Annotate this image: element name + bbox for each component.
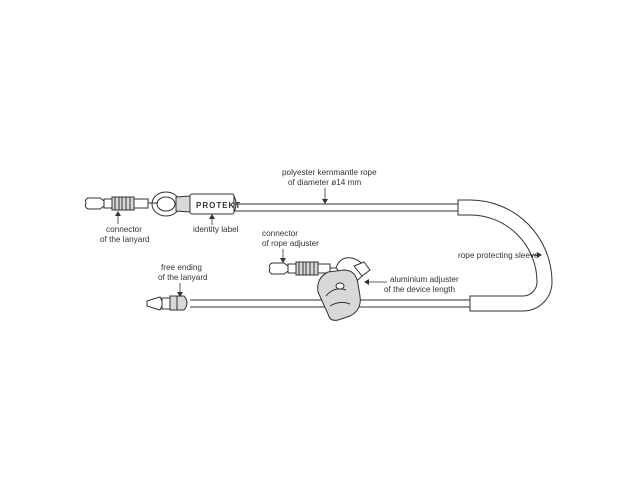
sleeve-label: rope protecting sleeve [458, 251, 539, 260]
aluminium-adjuster [317, 257, 371, 321]
connector-adjuster-label-line1: connector [262, 229, 298, 238]
identity-tag-text: PROTEKT [196, 201, 241, 210]
free-ending-label-line1: free ending [161, 263, 202, 272]
rope-protecting-sleeve [457, 199, 553, 312]
connector-adjuster-label-line2: of rope adjuster [262, 239, 319, 248]
connector-of-rope-adjuster [268, 261, 338, 276]
callout-sleeve: rope protecting sleeve [458, 251, 542, 260]
connector-lanyard-label-line2: of the lanyard [100, 235, 150, 244]
callout-free-ending: free ending of the lanyard [158, 263, 208, 297]
callout-adjuster: aluminium adjuster of the device length [364, 275, 459, 294]
identity-label-text: identity label [193, 225, 239, 234]
eye-loop: PROTEKT [151, 191, 241, 217]
callout-identity-label: identity label [193, 214, 239, 234]
callout-connector-lanyard: connector of the lanyard [100, 211, 150, 244]
callout-rope: polyester kernmantle rope of diameter ø1… [282, 168, 377, 204]
adjuster-label-line2: of the device length [384, 285, 455, 294]
free-ending-label-line2: of the lanyard [158, 273, 208, 282]
rope-label-line2: of diameter ø14 mm [288, 178, 361, 187]
rope-label-line1: polyester kernmantle rope [282, 168, 377, 177]
connector-of-lanyard [84, 196, 158, 211]
free-ending [146, 295, 188, 311]
adjuster-label-line1: aluminium adjuster [390, 275, 459, 284]
connector-lanyard-label-line1: connector [106, 225, 142, 234]
callout-connector-adjuster: connector of rope adjuster [262, 229, 319, 263]
